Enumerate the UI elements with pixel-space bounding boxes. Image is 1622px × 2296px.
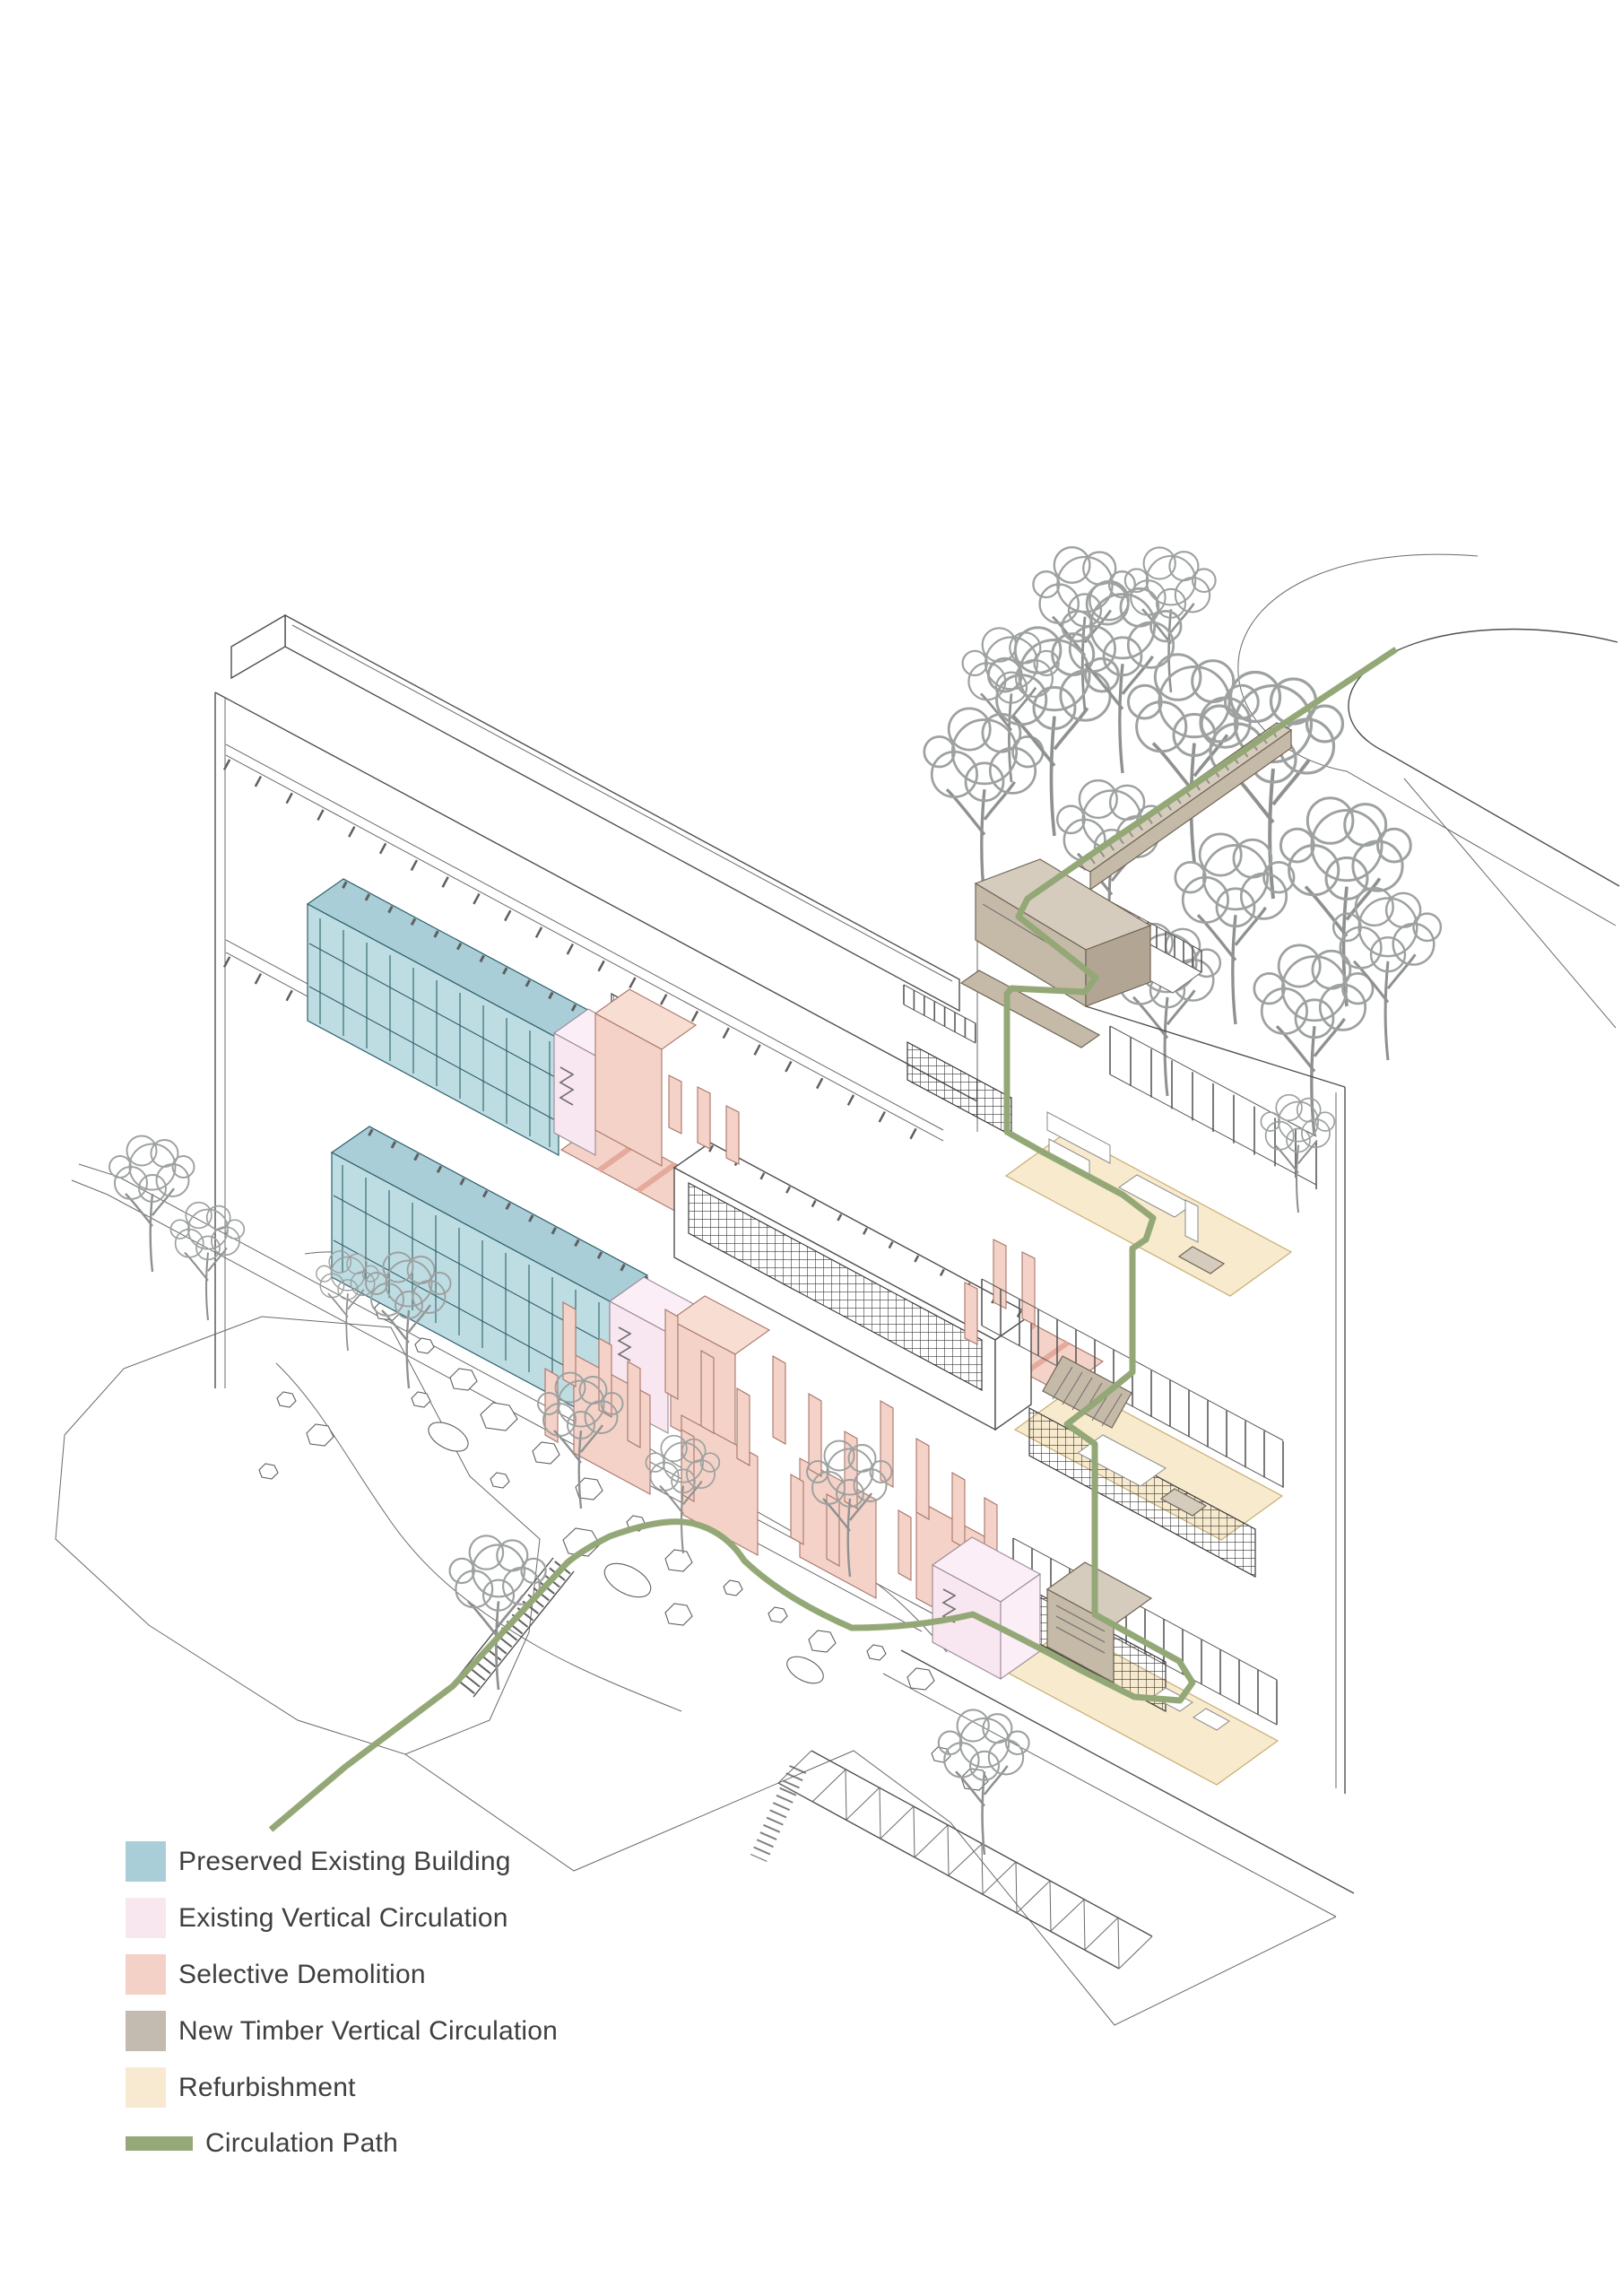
legend-row-existing-circulation: Existing Vertical Circulation — [126, 1898, 558, 1938]
legend-swatch-selective-demolition — [126, 1954, 166, 1995]
legend-row-new-timber: New Timber Vertical Circulation — [126, 2011, 558, 2051]
central-shed — [672, 1142, 1033, 1431]
preserved-existing-building-upper — [306, 878, 596, 1157]
legend-row-preserved: Preserved Existing Building — [126, 1841, 558, 1882]
shed-window-grid — [688, 1181, 983, 1392]
access-ramp — [750, 1750, 1153, 1970]
selective-demolition-colonnade — [544, 1074, 1036, 1640]
legend-row-refurbishment: Refurbishment — [126, 2067, 558, 2108]
legend-row-circulation-path: Circulation Path — [126, 2128, 558, 2158]
selective-demolition-upper-tower — [594, 988, 698, 1167]
legend-label-refurbishment: Refurbishment — [178, 2072, 356, 2102]
legend-swatch-existing-circulation — [126, 1898, 166, 1938]
legend-label-new-timber: New Timber Vertical Circulation — [178, 2015, 559, 2046]
legend-swatch-refurbishment — [126, 2067, 166, 2108]
new-timber-vertical-circulation — [903, 722, 1293, 1137]
legend-swatch-circulation-path — [126, 2136, 193, 2151]
rocks — [258, 1298, 989, 1791]
legend-label-selective-demolition: Selective Demolition — [178, 1959, 426, 1989]
legend-swatch-preserved — [126, 1841, 166, 1882]
tree-cluster — [923, 545, 1443, 1137]
legend: Preserved Existing Building Existing Ver… — [126, 1841, 558, 2169]
legend-label-preserved: Preserved Existing Building — [178, 1846, 511, 1876]
preserved-existing-building-ground — [330, 1126, 649, 1428]
legend-label-circulation-path: Circulation Path — [205, 2128, 398, 2158]
legend-row-selective-demolition: Selective Demolition — [126, 1954, 558, 1995]
legend-label-existing-circulation: Existing Vertical Circulation — [178, 1902, 508, 1933]
new-timber-stair-floor1 — [1042, 1355, 1132, 1429]
legend-swatch-new-timber — [126, 2011, 166, 2051]
circulation-path — [268, 647, 1398, 1832]
new-timber-stair-ground — [1045, 1561, 1153, 1684]
existing-vertical-circulation-ground-right — [931, 1536, 1042, 1681]
terrain-polygon — [55, 1316, 541, 1755]
